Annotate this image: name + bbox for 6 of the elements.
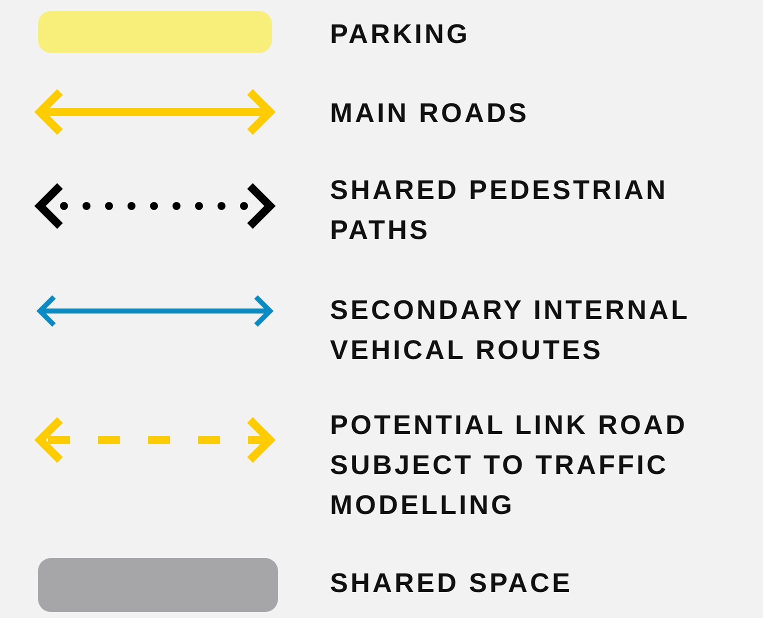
legend-label: SHARED SPACE: [330, 567, 574, 600]
legend-label: SHARED PEDESTRIAN PATHS: [330, 174, 670, 247]
legend-label: POTENTIAL LINK ROAD SUBJECT TO TRAFFIC MODELLING: [330, 409, 688, 522]
legend-label: PARKING: [330, 18, 472, 51]
legend-label: MAIN ROADS: [330, 97, 530, 130]
legend-label: SECONDARY INTERNAL VEHICAL ROUTES: [330, 294, 691, 367]
